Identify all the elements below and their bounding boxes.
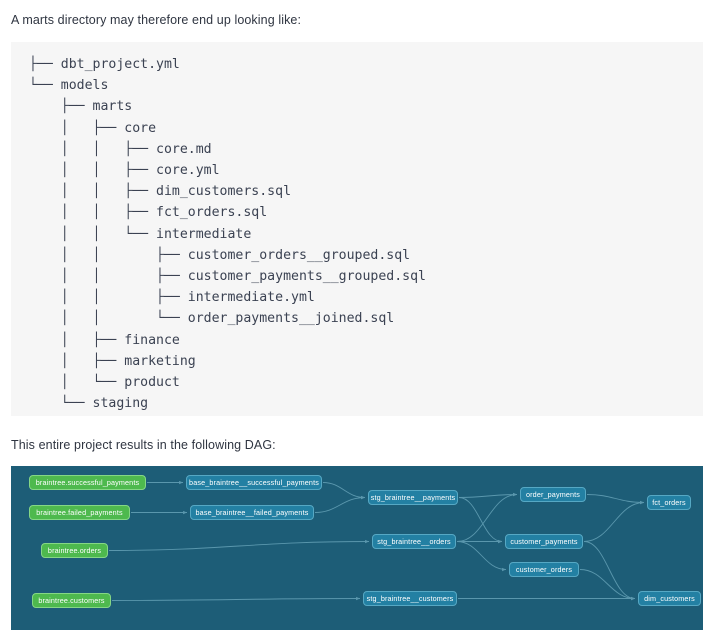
dag-node-base_braintree_successful_payments[interactable]: base_braintree__successful_payments <box>186 475 322 490</box>
dag-node-braintree_failed_payments[interactable]: braintree.failed_payments <box>29 505 130 520</box>
directory-tree-code-block: ├── dbt_project.yml └── models ├── marts… <box>11 42 703 416</box>
dag-node-dim_customers[interactable]: dim_customers <box>638 591 701 606</box>
dag-edge-customer_payments-to-dim_customers <box>583 541 636 601</box>
dag-edge-order_payments-to-fct_orders <box>586 494 645 505</box>
dag-diagram[interactable]: braintree.successful_payments braintree.f… <box>11 466 703 630</box>
dag-edge-customer_payments-to-fct_orders <box>583 500 645 542</box>
dag-node-order_payments[interactable]: order_payments <box>520 487 586 502</box>
dag-edge-stg_braintree_payments-to-order_payments <box>458 492 518 498</box>
dag-edge-base_braintree_successful_payments-to-stg_braintree_payments <box>322 482 366 500</box>
dag-caption-paragraph: This entire project results in the follo… <box>11 438 276 452</box>
dag-node-customer_orders[interactable]: customer_orders <box>509 562 579 577</box>
dag-node-stg_braintree_payments[interactable]: stg_braintree__payments <box>368 490 458 505</box>
directory-tree-text: ├── dbt_project.yml └── models ├── marts… <box>29 57 426 412</box>
dag-edge-customer_orders-to-dim_customers <box>579 569 636 601</box>
dag-edge-stg_braintree_orders-to-order_payments <box>456 492 518 542</box>
dag-node-fct_orders[interactable]: fct_orders <box>647 495 691 510</box>
dag-node-stg_braintree_customers[interactable]: stg_braintree__customers <box>363 591 457 606</box>
dag-node-stg_braintree_orders[interactable]: stg_braintree__orders <box>372 534 456 549</box>
dag-node-base_braintree_failed_payments[interactable]: base_braintree__failed_payments <box>190 505 314 520</box>
dag-node-customer_payments[interactable]: customer_payments <box>505 534 583 549</box>
dag-edge-stg_braintree_payments-to-customer_payments <box>458 497 503 544</box>
dag-edge-braintree_orders-to-stg_braintree_orders <box>108 539 370 551</box>
intro-paragraph: A marts directory may therefore end up l… <box>11 13 302 27</box>
dag-node-braintree_customers[interactable]: braintree.customers <box>32 593 111 608</box>
dag-node-braintree_successful_payments[interactable]: braintree.successful_payments <box>29 475 146 490</box>
dag-edge-layer <box>108 480 645 601</box>
dag-edge-stg_braintree_orders-to-customer_orders <box>456 541 507 572</box>
dag-edge-braintree_customers-to-stg_braintree_customers <box>111 596 361 601</box>
dag-edge-base_braintree_failed_payments-to-stg_braintree_payments <box>314 495 366 513</box>
dag-node-braintree_orders[interactable]: braintree.orders <box>41 543 108 558</box>
